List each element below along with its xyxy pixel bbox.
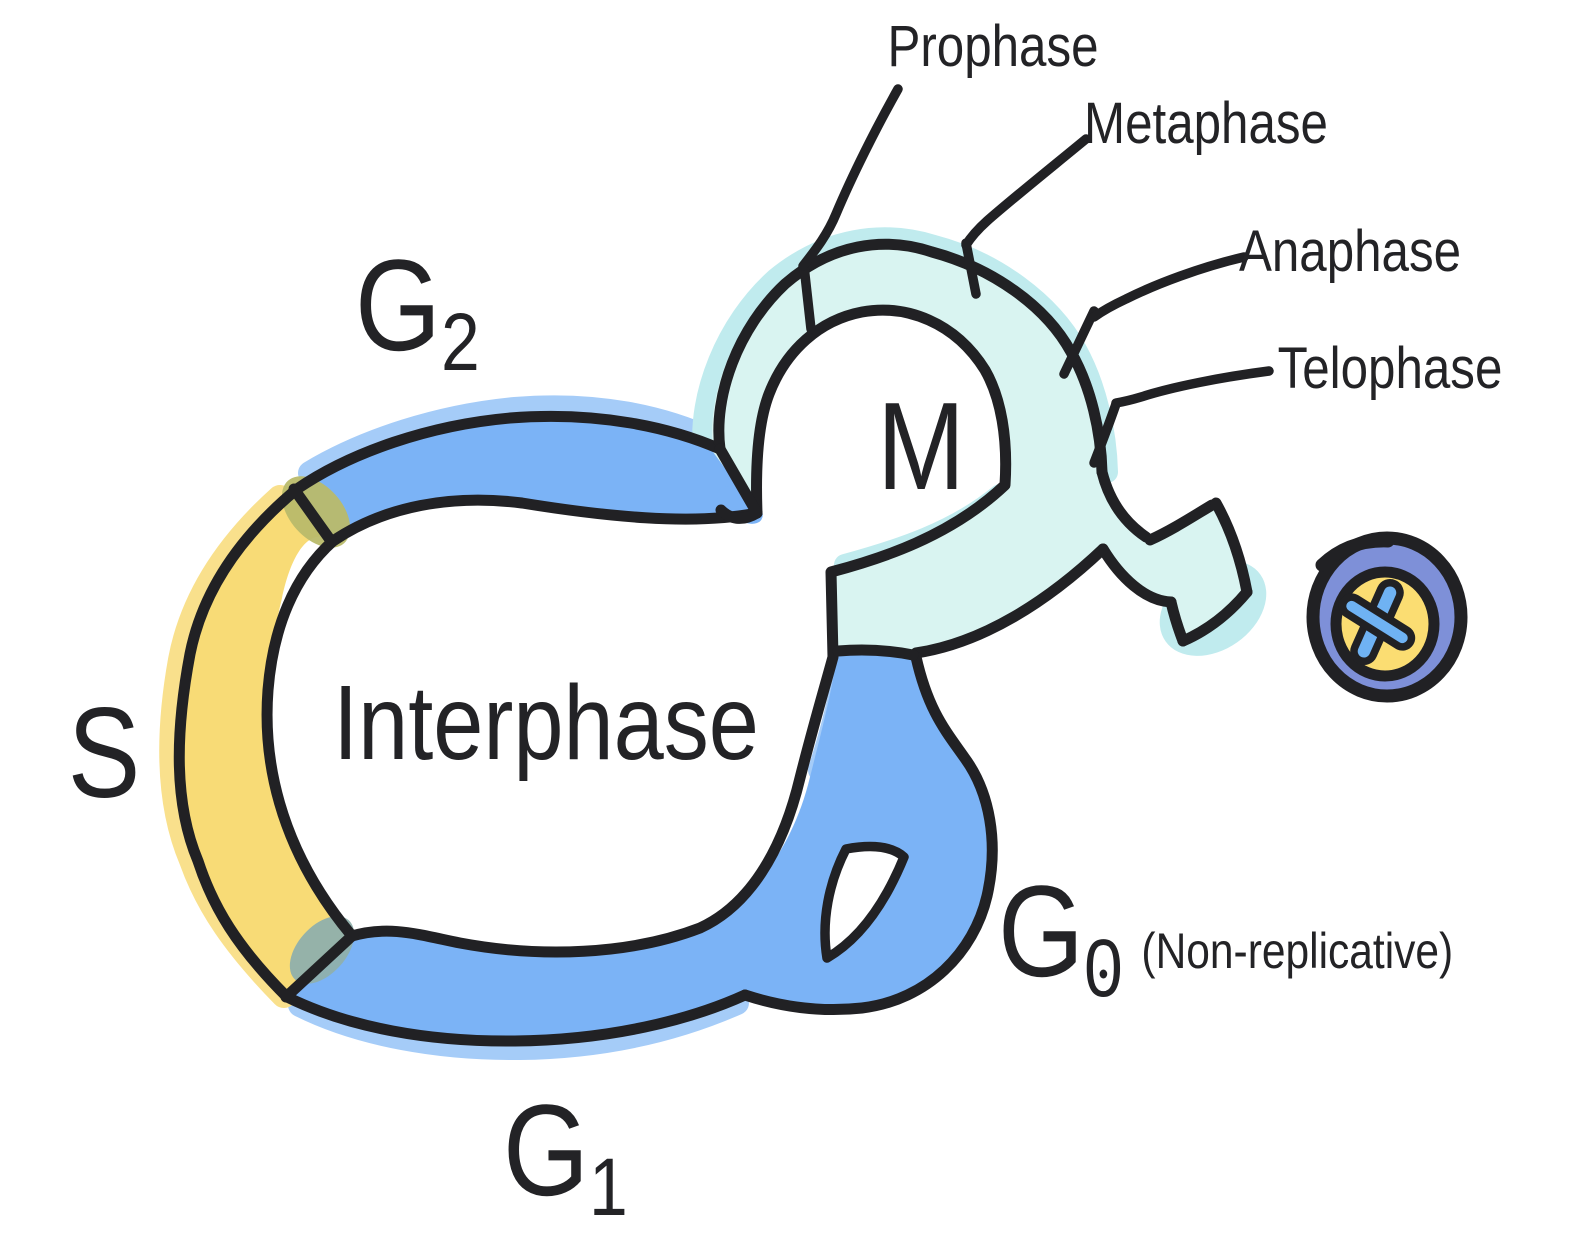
- g1-segment: [290, 650, 993, 1041]
- m-g1-divider: [832, 644, 919, 661]
- g2-base: G: [355, 232, 441, 378]
- telophase-label: Telophase: [1277, 336, 1503, 401]
- g0-zero-dot: [1099, 969, 1108, 979]
- m-phase-loop: [711, 242, 1246, 654]
- s-g1-divider: [280, 929, 359, 1003]
- g1-label: G 1: [503, 1085, 628, 1229]
- telophase-pointer-line: [1111, 366, 1274, 408]
- g1-sub: 1: [588, 1142, 628, 1233]
- s-phase-label: S: [67, 682, 141, 825]
- prophase-pointer-line: [798, 84, 903, 271]
- interphase-label: Interphase: [333, 664, 759, 782]
- g0-base: G: [998, 858, 1084, 1004]
- prophase-tick: [799, 261, 816, 334]
- m-phase-label: M: [877, 378, 965, 516]
- cell-membrane-overlap-stroke: [1315, 534, 1395, 572]
- g2-label: G 2: [355, 240, 480, 384]
- prophase-label: Prophase: [887, 14, 1099, 79]
- anaphase-tick: [1059, 306, 1099, 379]
- g0-note: (Non-replicative): [1141, 923, 1454, 979]
- g2-segment: [297, 417, 757, 541]
- metaphase-pointer-line: [961, 134, 1091, 250]
- pointer-lines: [798, 84, 1274, 408]
- telophase-tick: [1089, 399, 1121, 468]
- g0-loop-hole: [820, 841, 909, 963]
- s-g1-overlap: [289, 916, 355, 984]
- anaphase-label: Anaphase: [1238, 219, 1462, 284]
- m-segment: [711, 242, 1246, 654]
- ink-outlines: [173, 238, 1253, 1047]
- daughter-cell: [1306, 531, 1468, 703]
- g0-label: G 0 (Non-replicative): [998, 866, 1453, 1010]
- anaphase-pointer-line: [1089, 252, 1249, 322]
- metaphase-tick: [961, 238, 981, 299]
- chromosome-icon: [1338, 579, 1416, 665]
- g2-sub: 2: [440, 297, 480, 388]
- s-g2-divider: [288, 483, 337, 547]
- g0-sub: 0: [1084, 928, 1123, 1010]
- g1-base: G: [503, 1077, 589, 1223]
- metaphase-label: Metaphase: [1084, 91, 1328, 156]
- exit-arrow: [910, 466, 1253, 659]
